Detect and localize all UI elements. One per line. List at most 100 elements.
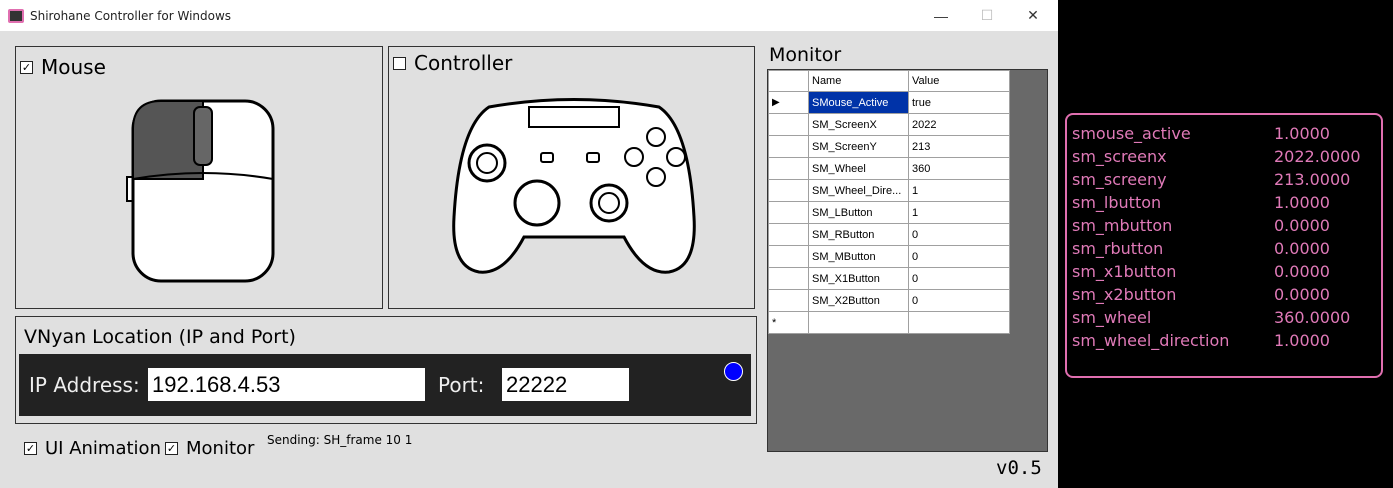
overlay-row: sm_rbutton 0.0000 — [1067, 239, 1381, 262]
mouse-checkbox[interactable]: ✓Mouse — [20, 55, 106, 79]
ui-animation-label: UI Animation — [45, 438, 161, 459]
overlay-key: sm_mbutton — [1072, 216, 1173, 235]
row-header[interactable] — [768, 245, 809, 268]
value-cell[interactable]: 0 — [908, 223, 1010, 246]
table-row[interactable]: SM_Wheel_Dire...1 — [768, 179, 1010, 202]
monitor-checkbox[interactable]: ✓Monitor — [165, 438, 255, 459]
value-cell[interactable]: 1 — [908, 179, 1010, 202]
overlay-value: 0.0000 — [1274, 262, 1330, 281]
overlay-key: sm_screenx — [1072, 147, 1167, 166]
name-cell[interactable]: SM_Wheel — [808, 157, 909, 180]
overlay-row: sm_wheel 360.0000 — [1067, 308, 1381, 331]
value-cell[interactable]: 360 — [908, 157, 1010, 180]
name-cell[interactable]: SM_X1Button — [808, 267, 909, 290]
row-header[interactable] — [768, 179, 809, 202]
mouse-label: Mouse — [41, 55, 106, 79]
row-header[interactable]: ▶ — [768, 91, 809, 114]
row-header[interactable] — [768, 223, 809, 246]
ip-address-input[interactable] — [148, 368, 425, 401]
overlay-row: sm_mbutton 0.0000 — [1067, 216, 1381, 239]
mouse-panel: ✓Mouse — [15, 46, 383, 309]
mouse-icon — [126, 99, 275, 283]
vnyan-panel: VNyan Location (IP and Port) IP Address:… — [15, 316, 757, 424]
minimize-button[interactable]: — — [934, 7, 948, 24]
overlay-value: 360.0000 — [1274, 308, 1351, 327]
new-row[interactable]: * — [768, 311, 1010, 334]
overlay-value: 0.0000 — [1274, 216, 1330, 235]
overlay-key: sm_x2button — [1072, 285, 1177, 304]
controller-label: Controller — [414, 51, 513, 75]
vnyan-title: VNyan Location (IP and Port) — [24, 326, 296, 348]
app-icon — [8, 8, 24, 23]
value-cell[interactable]: true — [908, 91, 1010, 114]
gamepad-icon — [452, 98, 696, 274]
name-cell[interactable]: SM_RButton — [808, 223, 909, 246]
value-cell[interactable]: 2022 — [908, 113, 1010, 136]
name-cell[interactable]: SMouse_Active — [808, 91, 909, 114]
overlay-row: sm_x2button 0.0000 — [1067, 285, 1381, 308]
name-cell[interactable]: SM_ScreenY — [808, 135, 909, 158]
value-cell[interactable] — [908, 311, 1010, 334]
maximize-button[interactable]: ☐ — [980, 7, 994, 23]
value-cell[interactable]: 1 — [908, 201, 1010, 224]
overlay-key: sm_wheel — [1072, 308, 1152, 327]
row-header[interactable] — [768, 113, 809, 136]
controller-panel: Controller — [388, 46, 755, 309]
row-header[interactable] — [768, 267, 809, 290]
overlay-value: 0.0000 — [1274, 239, 1330, 258]
row-header-corner — [768, 70, 809, 92]
row-header[interactable] — [768, 289, 809, 312]
overlay-key: sm_wheel_direction — [1072, 331, 1230, 350]
ui-animation-checkbox[interactable]: ✓UI Animation — [24, 438, 161, 459]
name-cell[interactable]: SM_MButton — [808, 245, 909, 268]
value-cell[interactable]: 0 — [908, 289, 1010, 312]
name-cell[interactable]: SM_ScreenX — [808, 113, 909, 136]
row-header[interactable] — [768, 135, 809, 158]
name-cell[interactable]: SM_Wheel_Dire... — [808, 179, 909, 202]
overlay-value: 213.0000 — [1274, 170, 1351, 189]
title-bar: Shirohane Controller for Windows — ☐ ✕ — [0, 0, 1058, 31]
connection-status-indicator — [724, 362, 743, 381]
name-cell[interactable]: SM_LButton — [808, 201, 909, 224]
ip-label: IP Address: — [29, 373, 140, 397]
monitor-label: Monitor — [186, 438, 255, 459]
column-header-name[interactable]: Name — [808, 70, 909, 92]
column-header-value[interactable]: Value — [908, 70, 1010, 92]
sending-status: Sending: SH_frame 10 1 — [267, 433, 413, 447]
overlay-key: smouse_active — [1072, 124, 1191, 143]
value-cell[interactable]: 213 — [908, 135, 1010, 158]
row-header[interactable] — [768, 201, 809, 224]
port-input[interactable] — [502, 368, 629, 401]
port-label: Port: — [438, 373, 485, 397]
close-button[interactable]: ✕ — [1027, 7, 1039, 23]
overlay-value: 1.0000 — [1274, 193, 1330, 212]
overlay-key: sm_rbutton — [1072, 239, 1164, 258]
app-window: Shirohane Controller for Windows — ☐ ✕ ✓… — [0, 0, 1058, 488]
overlay-value: 2022.0000 — [1274, 147, 1361, 166]
controller-checkbox[interactable]: Controller — [393, 51, 512, 75]
overlay-value: 0.0000 — [1274, 285, 1330, 304]
value-cell[interactable]: 0 — [908, 245, 1010, 268]
overlay-row: sm_screenx 2022.0000 — [1067, 147, 1381, 170]
value-cell[interactable]: 0 — [908, 267, 1010, 290]
name-cell[interactable] — [808, 311, 909, 334]
row-header[interactable] — [768, 157, 809, 180]
name-cell[interactable]: SM_X2Button — [808, 289, 909, 312]
new-row-marker[interactable]: * — [768, 311, 809, 334]
